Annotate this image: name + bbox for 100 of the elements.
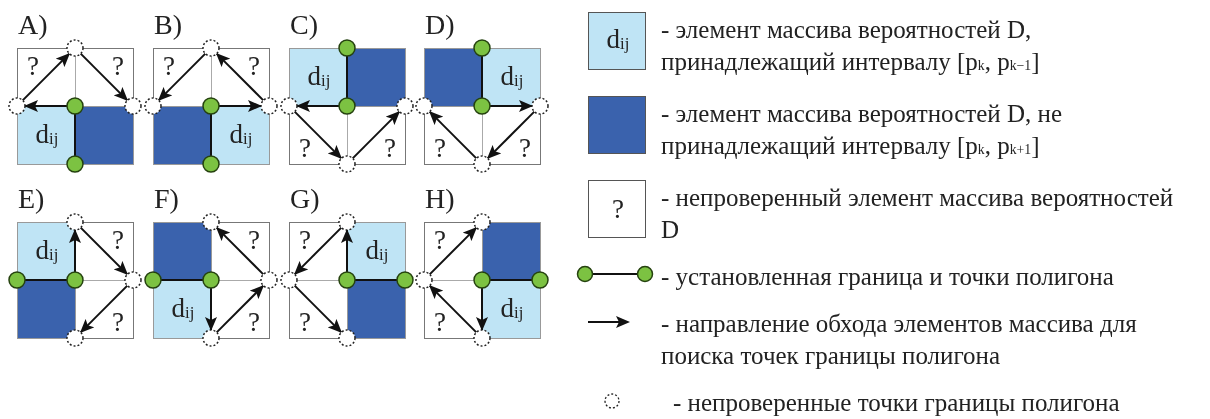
- unchecked-point: [260, 271, 278, 289]
- unchecked-point: [66, 213, 84, 231]
- unchecked-point: [280, 271, 298, 289]
- unchecked-point: [473, 329, 491, 347]
- boundary-point: [144, 271, 162, 289]
- boundary-point: [396, 271, 414, 289]
- question-mark: ?: [299, 225, 311, 255]
- question-mark: ?: [434, 307, 446, 337]
- boundary-line: [160, 279, 204, 281]
- boundary-line: [24, 279, 68, 281]
- filled-cell: [347, 48, 406, 107]
- unchecked-point: [338, 329, 356, 347]
- question-mark: ?: [248, 51, 260, 81]
- arrow: [79, 52, 129, 102]
- unchecked-point: [473, 155, 491, 173]
- unchecked-point: [144, 97, 162, 115]
- arrow: [428, 284, 478, 334]
- question-mark: ?: [299, 133, 311, 163]
- question-mark: ?: [112, 225, 124, 255]
- arrow: [428, 226, 478, 276]
- unchecked-point: [531, 97, 549, 115]
- legend-text: - направление обхода элементов массива для поиска точек границы полигона: [661, 309, 1138, 371]
- panel-label: A): [18, 9, 48, 41]
- unchecked-point: [415, 97, 433, 115]
- question-mark: ?: [112, 307, 124, 337]
- boundary-point: [338, 39, 356, 57]
- unchecked-point: [66, 39, 84, 57]
- filled-cell: [153, 222, 212, 281]
- panel-label: F): [154, 183, 179, 215]
- unchecked-point: [8, 97, 26, 115]
- arrow: [205, 287, 217, 331]
- boundary-line: [346, 55, 348, 99]
- boundary-point: [66, 155, 84, 173]
- boundary-point: [473, 39, 491, 57]
- unchecked-point: [396, 97, 414, 115]
- arrow: [428, 110, 478, 160]
- unchecked-point: [202, 213, 220, 231]
- filled-cell: [17, 280, 76, 339]
- boundary-line: [74, 113, 76, 157]
- unchecked-point: [202, 39, 220, 57]
- question-mark: ?: [248, 307, 260, 337]
- unchecked-point: [260, 97, 278, 115]
- panel-label: H): [425, 183, 455, 215]
- panel-label: G): [290, 183, 320, 215]
- unchecked-point: [66, 329, 84, 347]
- unchecked-point: [124, 271, 142, 289]
- boundary-line: [354, 279, 398, 281]
- filled-cell: [424, 48, 483, 107]
- question-mark: ?: [384, 133, 396, 163]
- unchecked-point: [338, 213, 356, 231]
- arrow: [296, 100, 340, 112]
- arrow: [79, 284, 129, 334]
- unchecked-point: [280, 97, 298, 115]
- arrow: [293, 284, 343, 334]
- panel-label: E): [18, 183, 45, 215]
- arrow: [293, 226, 343, 276]
- unchecked-point: [124, 97, 142, 115]
- question-mark: ?: [248, 225, 260, 255]
- unchecked-point: [473, 213, 491, 231]
- filled-cell: [482, 222, 541, 281]
- question-mark: ?: [434, 225, 446, 255]
- boundary-line: [489, 279, 533, 281]
- boundary-point: [202, 155, 220, 173]
- arrow: [476, 287, 488, 331]
- swatch-label: ?: [612, 194, 624, 224]
- filled-cell: [347, 280, 406, 339]
- arrow: [215, 226, 265, 276]
- legend-text: - непроверенные точки границы полигона: [673, 388, 1120, 418]
- panel-label: D): [425, 9, 455, 41]
- arrow: [351, 110, 401, 160]
- legend-text: - установленная граница и точки полигона: [661, 262, 1114, 292]
- question-mark: ?: [519, 133, 531, 163]
- arrow: [489, 100, 533, 112]
- panel-label: B): [154, 9, 182, 41]
- boundary-point: [8, 271, 26, 289]
- question-mark: ?: [112, 51, 124, 81]
- question-mark: ?: [299, 307, 311, 337]
- boundary-line: [481, 55, 483, 99]
- arrow: [69, 229, 81, 273]
- boundary-line: [210, 113, 212, 157]
- filled-cell: [75, 106, 134, 165]
- arrow: [486, 110, 536, 160]
- panel-label: C): [290, 9, 318, 41]
- unchecked-point: [338, 155, 356, 173]
- question-mark: ?: [27, 51, 39, 81]
- arrow: [293, 110, 343, 160]
- arrow: [79, 226, 129, 276]
- question-mark: ?: [163, 51, 175, 81]
- arrow: [218, 100, 262, 112]
- unchecked-point: [202, 329, 220, 347]
- unchecked-point: [415, 271, 433, 289]
- arrow: [21, 52, 71, 102]
- arrow: [215, 52, 265, 102]
- boundary-point: [531, 271, 549, 289]
- arrow: [215, 284, 265, 334]
- question-mark: ?: [434, 133, 446, 163]
- arrow: [157, 52, 207, 102]
- arrow: [24, 100, 68, 112]
- arrow: [341, 229, 353, 273]
- legend-text: - непроверенный элемент массива вероятностей D: [661, 183, 1175, 245]
